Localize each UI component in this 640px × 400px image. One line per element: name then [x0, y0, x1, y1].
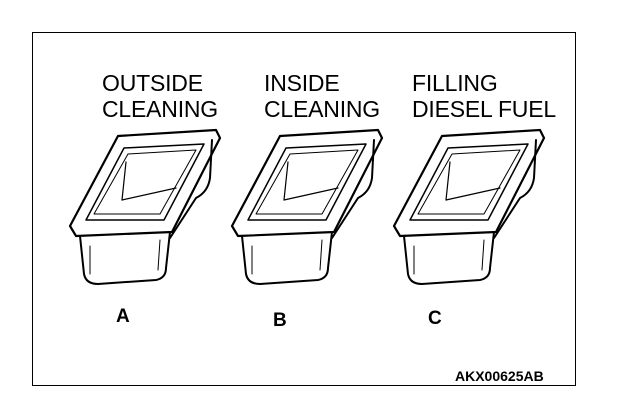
caption-b-line2: CLEANING: [264, 96, 380, 122]
caption-c-line2: DIESEL FUEL: [412, 96, 556, 122]
caption-b: INSIDE CLEANING: [264, 70, 380, 122]
container-c-illustration: [392, 128, 546, 285]
caption-a-line2: CLEANING: [102, 96, 218, 122]
label-b: B: [273, 310, 287, 331]
caption-c: FILLING DIESEL FUEL: [412, 70, 556, 122]
label-a: A: [116, 306, 130, 327]
container-a-body: [68, 128, 222, 285]
label-c: C: [428, 308, 442, 329]
container-a-illustration: [68, 128, 222, 285]
container-b-illustration: [230, 128, 384, 285]
caption-a-line1: OUTSIDE: [102, 70, 203, 96]
container-b-body: [230, 128, 384, 285]
figure-code: AKX00625AB: [455, 368, 544, 384]
container-c-body: [392, 128, 546, 285]
caption-b-line1: INSIDE: [264, 70, 340, 96]
figure-frame: [32, 32, 576, 386]
caption-c-line1: FILLING: [412, 70, 498, 96]
caption-a: OUTSIDE CLEANING: [102, 70, 218, 122]
